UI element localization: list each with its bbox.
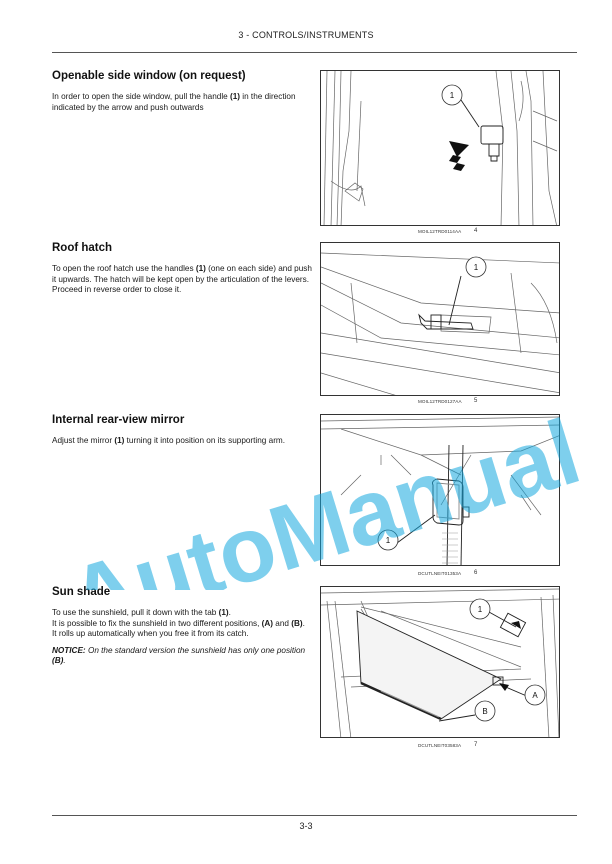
body-text: and xyxy=(273,618,292,628)
figure-number: 5 xyxy=(474,398,478,404)
callout-label: 1 xyxy=(386,536,391,545)
figure-caption: MOIL12TRD0114AA xyxy=(418,229,462,234)
section-title: Openable side window (on request) xyxy=(52,70,246,82)
section-sun-shade: Sun shade To use the sunshield, pull it … xyxy=(52,586,316,667)
footer-rule xyxy=(52,815,577,816)
body-text: In order to open the side window, pull t… xyxy=(52,92,230,101)
section-title: Internal rear-view mirror xyxy=(52,414,185,426)
section-body: To open the roof hatch use the handles (… xyxy=(52,264,316,296)
callout-ref: (1) xyxy=(114,436,125,445)
notice-text: . xyxy=(63,656,66,666)
section-title: Sun shade xyxy=(52,586,111,598)
callout-ref: (B) xyxy=(52,656,64,666)
figure-side-window: 1 xyxy=(320,70,560,226)
page-header: 3 - CONTROLS/INSTRUMENTS xyxy=(238,30,374,40)
section-body: Adjust the mirror (1) turning it into po… xyxy=(52,436,316,447)
callout-circle xyxy=(441,84,463,106)
callout-ref: (1) xyxy=(195,264,206,273)
callout-label: 1 xyxy=(474,263,479,272)
arrow-icon xyxy=(449,141,469,171)
section-body: In order to open the side window, pull t… xyxy=(52,92,316,113)
side-window-illustration: 1 xyxy=(323,71,558,225)
header-rule xyxy=(52,52,577,53)
callout-circle xyxy=(465,256,487,278)
sun-shade-illustration: 1 A B xyxy=(321,588,559,737)
callout-circle xyxy=(524,684,546,706)
figure-number: 6 xyxy=(474,570,478,576)
figure-caption: DCUTLNEIT01353A xyxy=(418,571,462,576)
callout-ref: (1) xyxy=(229,92,240,101)
callout-label: 1 xyxy=(478,605,483,614)
callout-ref: (B) xyxy=(291,618,303,628)
body-text: To use the sunshield, pull it down with … xyxy=(52,608,219,617)
callout-label: B xyxy=(482,707,487,716)
callout-ref: (A) xyxy=(261,618,274,628)
roof-hatch-illustration: 1 xyxy=(321,252,559,395)
figure-number: 4 xyxy=(474,228,478,234)
body-text: turning it into position on its supporti… xyxy=(124,436,286,445)
page-number: 3-3 xyxy=(299,821,313,831)
figure-caption: DCUTLNEIT03583A xyxy=(418,743,462,748)
figure-sun-shade: 1 A B xyxy=(320,586,560,738)
arrow-icon xyxy=(499,621,521,691)
body-text: in the direction indicated by the arrow … xyxy=(52,92,296,112)
body-text: . xyxy=(302,618,305,628)
callout-circle xyxy=(469,598,491,620)
body-text: It rolls up automatically when you free … xyxy=(52,629,249,639)
notice-label: NOTICE: xyxy=(52,645,86,655)
body-text: It is possible to fix the sunshield in t… xyxy=(52,618,262,628)
callout-circle xyxy=(377,529,399,551)
section-side-window: Openable side window (on request) In ord… xyxy=(52,70,316,113)
body-text: (one on each side) and push it upwards. … xyxy=(52,264,312,295)
notice-text: On the standard version the sunshield ha… xyxy=(85,645,306,655)
notice: NOTICE: On the standard version the suns… xyxy=(52,646,316,667)
callout-label: A xyxy=(532,691,538,700)
callout-label: 1 xyxy=(450,91,455,100)
body-text: To open the roof hatch use the handles xyxy=(52,264,196,273)
section-rear-view-mirror: Internal rear-view mirror Adjust the mir… xyxy=(52,414,316,447)
figure-roof-hatch: 1 xyxy=(320,242,560,396)
figure-rear-view-mirror: 1 xyxy=(320,414,560,566)
section-title: Roof hatch xyxy=(52,242,113,254)
section-roof-hatch: Roof hatch To open the roof hatch use th… xyxy=(52,242,316,296)
body-text: . xyxy=(228,608,231,617)
figure-caption: MOIL12TRD0127AA xyxy=(418,399,462,404)
callout-ref: (1) xyxy=(218,608,229,617)
figure-number: 7 xyxy=(474,742,478,748)
section-body: To use the sunshield, pull it down with … xyxy=(52,608,316,640)
mirror-illustration: 1 xyxy=(321,416,559,565)
body-text: Adjust the mirror xyxy=(52,436,115,445)
callout-circle xyxy=(474,700,496,722)
